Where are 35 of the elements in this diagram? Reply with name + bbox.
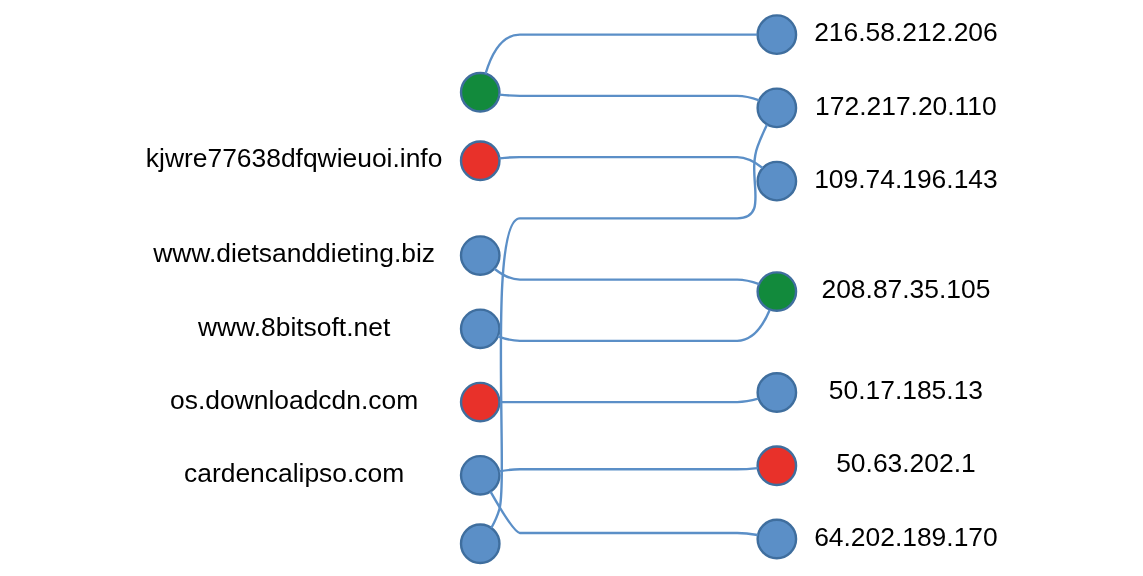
node-label: 109.74.196.143 [814, 163, 998, 194]
node-label: www.dietsanddieting.biz [153, 238, 436, 269]
node-circle [756, 14, 798, 56]
node-circle [459, 308, 501, 350]
node-circle [459, 235, 501, 276]
node-circle [756, 160, 798, 202]
node-label: www.8bitsoft.net [197, 311, 391, 342]
node-circle [756, 87, 798, 129]
connector [499, 397, 759, 404]
node-label: 50.63.202.1 [836, 448, 976, 479]
node-label: kjwre77638dfqwieuoi.info [145, 143, 443, 174]
connector [489, 491, 758, 537]
node-label: 208.87.35.105 [821, 274, 991, 305]
node-circle [756, 271, 798, 312]
node-circle [459, 140, 501, 182]
connector [499, 93, 760, 102]
connector [493, 267, 760, 286]
node-label: 64.202.189.170 [814, 521, 998, 552]
node-label: 216.58.212.206 [814, 17, 998, 48]
connector [484, 33, 758, 75]
connector [499, 466, 758, 473]
node-circle [459, 71, 501, 113]
node-circle [459, 454, 501, 496]
node-label: 172.217.20.110 [815, 90, 997, 121]
node-label: cardencalipso.com [184, 458, 405, 489]
connector [497, 309, 771, 343]
node-circle [459, 523, 501, 565]
node-circle [756, 372, 798, 413]
node-circle [756, 445, 798, 487]
node-label: os.downloadcdn.com [170, 384, 419, 415]
connector [490, 124, 769, 529]
node-circle [459, 381, 501, 423]
node-label: 50.17.185.13 [828, 375, 984, 406]
node-circle [756, 518, 798, 560]
connector [499, 155, 764, 169]
